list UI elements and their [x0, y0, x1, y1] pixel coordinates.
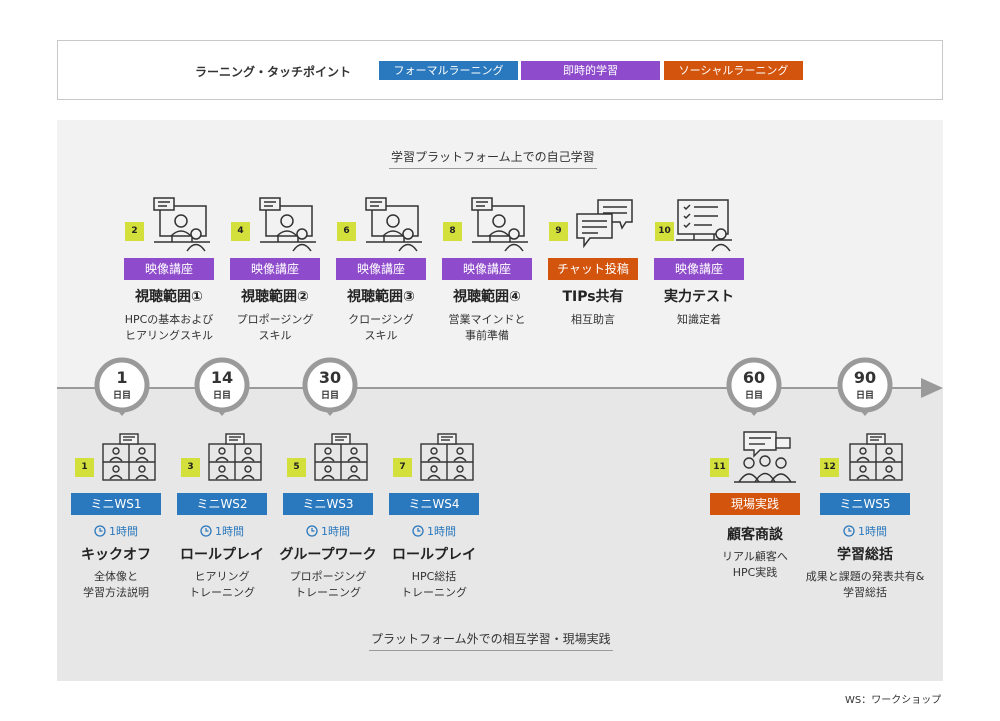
- step-number: 10: [655, 222, 674, 241]
- duration: 1時間: [71, 523, 161, 539]
- clock-icon: [843, 525, 855, 537]
- item-description: クロージングスキル: [348, 313, 414, 342]
- item-title: 顧客商談: [727, 527, 783, 543]
- clock-icon: [200, 525, 212, 537]
- tag-video-lecture: 映像講座: [442, 258, 532, 280]
- legend-social-learning: ソーシャルラーニング: [664, 61, 803, 80]
- day-marker: 1 日目: [92, 357, 152, 417]
- clock-icon: [306, 525, 318, 537]
- group-meeting-icon: [314, 433, 368, 481]
- step-number: 12: [820, 458, 839, 477]
- item-description: HPC総括トレーニング: [401, 570, 467, 599]
- step-number: 6: [337, 222, 356, 241]
- video-lecture-icon: [153, 197, 210, 252]
- group-meeting-icon: [102, 433, 156, 481]
- tag-chat-post: チャット投稿: [548, 258, 638, 280]
- item-description: プロポージングトレーニング: [289, 570, 367, 599]
- step-number: 9: [549, 222, 568, 241]
- item-description: 成果と課題の発表共有&学習総括: [805, 570, 925, 599]
- tag-mini-ws: ミニWS3: [283, 493, 373, 515]
- tag-mini-ws: ミニWS2: [177, 493, 267, 515]
- legend-title: ラーニング・タッチポイント: [195, 65, 352, 79]
- item-title: ロールプレイ: [180, 547, 264, 563]
- footnote: WS：ワークショップ: [845, 695, 942, 706]
- lower-panel: [57, 388, 943, 681]
- duration: 1時間: [389, 523, 479, 539]
- day-marker: 30 日目: [300, 357, 360, 417]
- timeline-line: [57, 387, 925, 389]
- video-lecture-icon: [259, 197, 316, 252]
- item-description: 相互助言: [571, 313, 615, 326]
- legend-instant-learning: 即時的学習: [521, 61, 660, 80]
- upper-section-title: 学習プラットフォーム上での自己学習: [389, 148, 597, 169]
- item-description: ヒアリングトレーニング: [189, 570, 255, 599]
- item-title: グループワーク: [279, 547, 377, 563]
- tag-video-lecture: 映像講座: [124, 258, 214, 280]
- item-description: 営業マインドと事前準備: [448, 313, 526, 342]
- tag-video-lecture: 映像講座: [336, 258, 426, 280]
- item-description: プロポージングスキル: [236, 313, 314, 342]
- item-title: 学習総括: [837, 547, 893, 563]
- checklist-test-icon: [676, 199, 732, 252]
- tag-video-lecture: 映像講座: [654, 258, 744, 280]
- step-number: 2: [125, 222, 144, 241]
- item-description: HPCの基本およびヒアリングスキル: [124, 313, 214, 342]
- item-title: 視聴範囲②: [241, 289, 309, 305]
- item-title: 実力テスト: [664, 289, 734, 305]
- tag-mini-ws: ミニWS1: [71, 493, 161, 515]
- item-description: 知識定着: [677, 313, 721, 326]
- duration: 1時間: [283, 523, 373, 539]
- video-lecture-icon: [471, 197, 528, 252]
- day-marker: 60 日目: [724, 357, 784, 417]
- tag-video-lecture: 映像講座: [230, 258, 320, 280]
- step-number: 8: [443, 222, 462, 241]
- day-marker: 90 日目: [835, 357, 895, 417]
- clock-icon: [94, 525, 106, 537]
- item-title: TIPs共有: [562, 289, 624, 305]
- step-number: 3: [181, 458, 200, 477]
- tag-mini-ws: ミニWS5: [820, 493, 910, 515]
- customer-meeting-icon: [734, 431, 796, 483]
- group-meeting-icon: [208, 433, 262, 481]
- duration: 1時間: [177, 523, 267, 539]
- item-description: 全体像と学習方法説明: [83, 570, 149, 599]
- video-lecture-icon: [365, 197, 422, 252]
- step-number: 11: [710, 458, 729, 477]
- duration: 1時間: [820, 523, 910, 539]
- group-meeting-icon: [849, 433, 903, 481]
- group-meeting-icon: [420, 433, 474, 481]
- item-title: キックオフ: [81, 547, 151, 563]
- lower-section-title: プラットフォーム外での相互学習・現場実践: [369, 630, 613, 651]
- day-marker: 14 日目: [192, 357, 252, 417]
- item-title: 視聴範囲④: [453, 289, 521, 305]
- step-number: 7: [393, 458, 412, 477]
- legend-formal-learning: フォーマルラーニング: [379, 61, 518, 80]
- step-number: 4: [231, 222, 250, 241]
- clock-icon: [412, 525, 424, 537]
- tag-field-practice: 現場実践: [710, 493, 800, 515]
- item-title: ロールプレイ: [392, 547, 476, 563]
- item-title: 視聴範囲①: [135, 289, 203, 305]
- step-number: 1: [75, 458, 94, 477]
- tag-mini-ws: ミニWS4: [389, 493, 479, 515]
- step-number: 5: [287, 458, 306, 477]
- timeline-arrow-icon: [921, 378, 943, 398]
- chat-bubbles-icon: [576, 199, 633, 249]
- item-title: 視聴範囲③: [347, 289, 415, 305]
